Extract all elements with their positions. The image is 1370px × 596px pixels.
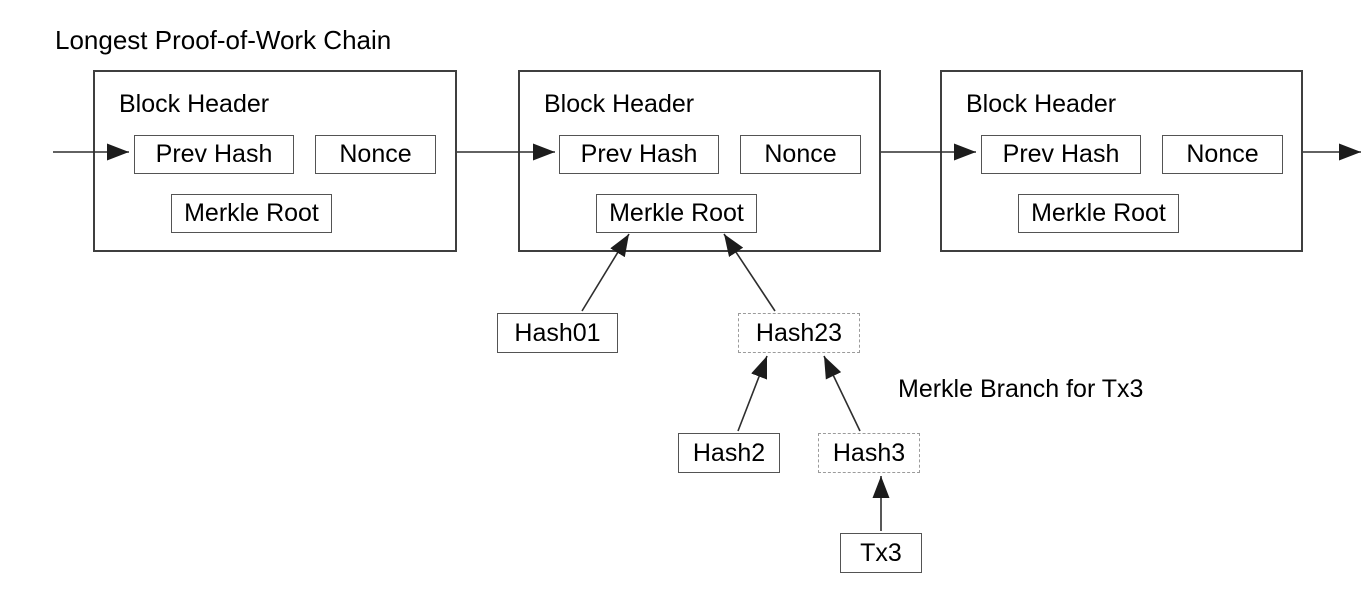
block-3-prev-hash-box: Prev Hash [981, 135, 1141, 174]
diagram-title: Longest Proof-of-Work Chain [55, 25, 392, 55]
block-1-prev-hash-box: Prev Hash [134, 135, 294, 174]
block-2-merkle-root-box: Merkle Root [596, 194, 757, 233]
hash01-box: Hash01 [497, 313, 618, 353]
block-2-prev-hash-box: Prev Hash [559, 135, 719, 174]
block-3: Block Header Prev Hash Nonce Merkle Root [940, 70, 1303, 252]
block-1-header-label: Block Header [119, 90, 270, 118]
block-2: Block Header Prev Hash Nonce Merkle Root [518, 70, 881, 252]
block-3-header-label: Block Header [966, 90, 1117, 118]
arrow-hash3-to-hash23 [823, 355, 861, 432]
merkle-branch-annotation: Merkle Branch for Tx3 [898, 375, 1144, 403]
block-1: Block Header Prev Hash Nonce Merkle Root [93, 70, 457, 252]
hash3-box: Hash3 [818, 433, 920, 473]
block-1-nonce-box: Nonce [315, 135, 436, 174]
block-3-nonce-box: Nonce [1162, 135, 1283, 174]
block-1-merkle-root-box: Merkle Root [171, 194, 332, 233]
hash23-box: Hash23 [738, 313, 860, 353]
block-2-nonce-box: Nonce [740, 135, 861, 174]
block-2-header-label: Block Header [544, 90, 695, 118]
hash2-box: Hash2 [678, 433, 780, 473]
block-3-merkle-root-box: Merkle Root [1018, 194, 1179, 233]
arrow-hash2-to-hash23 [737, 355, 768, 432]
tx3-box: Tx3 [840, 533, 922, 573]
